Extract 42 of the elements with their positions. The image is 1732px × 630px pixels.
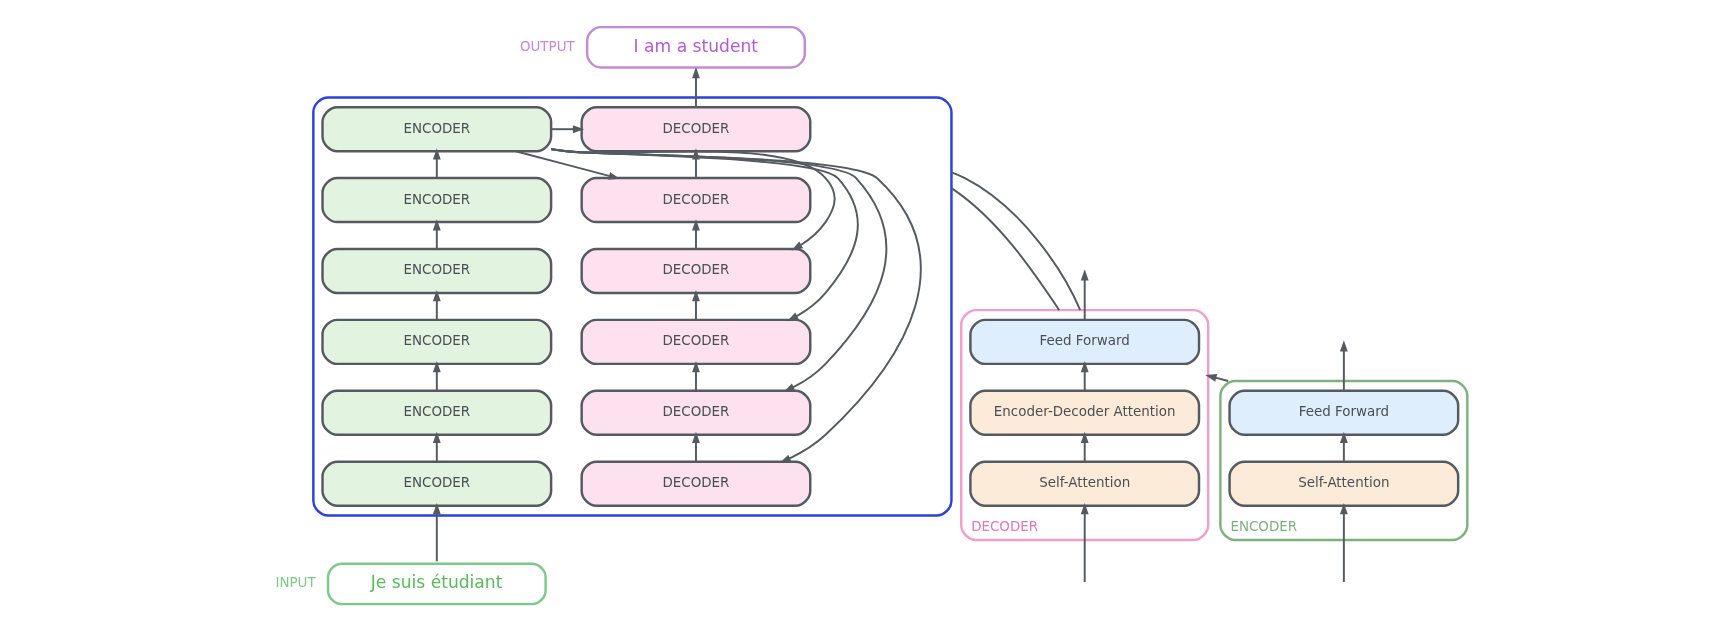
arrow <box>1339 502 1348 583</box>
node-box: DECODER <box>579 176 811 224</box>
node-box: ENCODER <box>320 460 552 507</box>
node-box: Encoder-Decoder Attention <box>968 389 1200 437</box>
arrow <box>691 219 700 250</box>
arrow <box>691 360 700 392</box>
arrow <box>1080 502 1089 583</box>
node-box: ENCODER <box>320 318 552 366</box>
connector <box>950 187 1060 312</box>
arrow <box>691 290 700 321</box>
arrow <box>432 503 441 563</box>
node-box: ENCODER <box>320 176 552 224</box>
connector <box>950 171 1081 312</box>
arrow <box>432 290 441 321</box>
arrow <box>432 219 441 250</box>
arrow <box>691 66 700 108</box>
arrow <box>1080 360 1089 392</box>
node-label: OUTPUT <box>519 38 575 54</box>
node-box: Feed Forward <box>1227 389 1459 437</box>
arrow <box>432 148 441 179</box>
node-box: ENCODER <box>320 105 552 153</box>
node-box: Self-Attention <box>968 460 1200 507</box>
arrow <box>514 150 620 180</box>
arrow <box>1080 269 1089 321</box>
arrow <box>549 125 584 134</box>
arrow <box>432 360 441 392</box>
node-label: INPUT <box>274 575 316 591</box>
arrow <box>1339 340 1348 392</box>
arrow <box>691 431 700 463</box>
arrow <box>432 431 441 463</box>
node-box: DECODER <box>579 247 811 295</box>
node-box: ENCODER <box>320 247 552 295</box>
node-box: Feed Forward <box>968 318 1200 366</box>
node-box: DECODER <box>579 318 811 366</box>
node-box: DECODER <box>579 460 811 507</box>
node-box: Self-Attention <box>1227 460 1459 507</box>
arrow <box>1339 431 1348 463</box>
arrow <box>1204 374 1229 382</box>
node-box: DECODER <box>579 105 811 153</box>
node-box: DECODER <box>579 389 811 437</box>
node-box: ENCODER <box>320 389 552 437</box>
arrow <box>1080 431 1089 463</box>
